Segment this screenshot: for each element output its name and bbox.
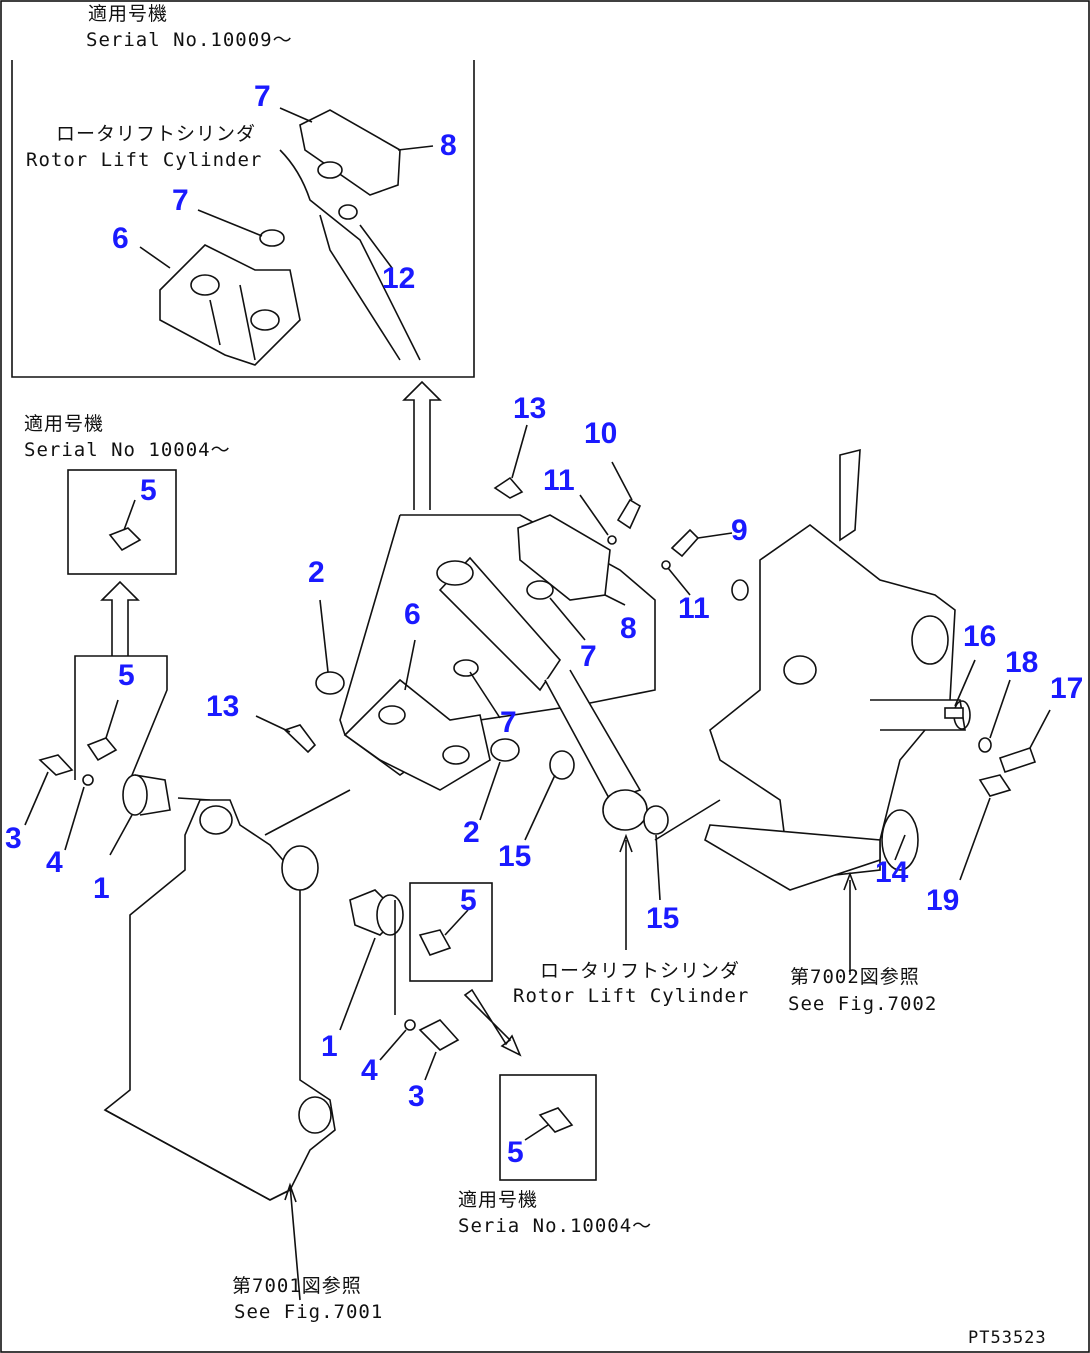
callout-8: 8 xyxy=(620,612,637,645)
cylinder-rod xyxy=(544,669,642,801)
grease-fitting-19 xyxy=(978,774,1012,797)
washer-4-left xyxy=(82,774,94,786)
left-serial-en: Serial No 10004～ xyxy=(24,439,231,461)
block-6 xyxy=(343,678,491,791)
callout-5: 5 xyxy=(140,474,157,507)
callout-6: 6 xyxy=(404,598,421,631)
main-cylinder-jp: ロータリフトシリンダ xyxy=(540,960,740,982)
callout-12: 12 xyxy=(382,262,415,295)
bushing-7-upper xyxy=(526,580,554,600)
inset-cylinder-en: Rotor Lift Cylinder xyxy=(26,149,262,171)
inset-pin-12 xyxy=(338,204,358,220)
spacer-2-lower xyxy=(490,738,520,762)
callout-15: 15 xyxy=(646,902,679,935)
main-assembly: ロータリフトシリンダ Rotor Lift Cylinder xyxy=(177,424,749,1007)
fig7002-jp: 第7002図参照 xyxy=(790,966,920,988)
bolt-10 xyxy=(616,498,642,530)
center-box-fitting-5 xyxy=(418,929,452,956)
inset-bushing-7a xyxy=(317,161,343,179)
frame-boss xyxy=(281,845,319,891)
plate-16 xyxy=(944,707,964,719)
callout-14: 14 xyxy=(875,856,909,889)
callout-1: 1 xyxy=(93,872,110,905)
washer-15-right xyxy=(643,805,669,835)
frame-base xyxy=(704,824,881,891)
spacer-2-upper xyxy=(315,671,345,695)
callout-7: 7 xyxy=(500,706,517,739)
callout-11: 11 xyxy=(543,464,575,497)
bottom-inset: 適用号機 Seria No.10004～ xyxy=(458,988,652,1237)
callout-13: 13 xyxy=(206,690,239,723)
bottom-box-fitting-5 xyxy=(538,1107,574,1133)
callout-9: 9 xyxy=(731,514,748,547)
callout-2: 2 xyxy=(308,556,325,589)
inset-block-6 xyxy=(159,244,301,366)
top-serial-en: Serial No.10009～ xyxy=(86,29,293,51)
callout-4: 4 xyxy=(361,1054,378,1087)
left-inset: 適用号機 Serial No 10004～ xyxy=(24,413,231,781)
fig7002-en: See Fig.7002 xyxy=(788,993,937,1015)
callout-5: 5 xyxy=(507,1136,524,1169)
callout-5: 5 xyxy=(118,659,135,692)
washer-4-right xyxy=(404,1019,416,1031)
inset-cylinder-jp: ロータリフトシリンダ xyxy=(56,123,256,145)
cylinder-eye xyxy=(602,789,648,831)
left-serial-jp: 適用号機 xyxy=(24,413,104,435)
bolt-9 xyxy=(670,528,700,558)
callout-3: 3 xyxy=(5,822,22,855)
fig7001-jp: 第7001図参照 xyxy=(232,1275,362,1297)
callout-4: 4 xyxy=(46,846,63,879)
callout-13: 13 xyxy=(513,392,546,425)
inset-bracket-8 xyxy=(299,109,401,196)
arrow-to-bottom-inset xyxy=(463,988,522,1057)
bushing-7-lower xyxy=(453,659,479,677)
callout-16: 16 xyxy=(963,620,996,653)
callout-7: 7 xyxy=(580,640,597,673)
right-frame: 第7002図参照 See Fig.7002 xyxy=(704,448,1051,1015)
washer-15-left xyxy=(549,750,575,780)
fig7001-en: See Fig.7001 xyxy=(234,1301,383,1323)
callout-7: 7 xyxy=(254,80,271,113)
callout-11: 11 xyxy=(678,592,710,625)
washer-11-b xyxy=(661,560,671,570)
bolt-13-upper xyxy=(493,476,524,499)
callout-17: 17 xyxy=(1050,672,1083,705)
callout-10: 10 xyxy=(584,417,617,450)
main-cylinder-en: Rotor Lift Cylinder xyxy=(513,985,749,1007)
callout-2: 2 xyxy=(463,816,480,849)
left-box-fitting-5 xyxy=(86,737,118,762)
left-inset-fitting-5 xyxy=(108,527,142,552)
bottom-serial-jp: 適用号機 xyxy=(458,1189,538,1211)
callout-19: 19 xyxy=(926,884,959,917)
callout-15: 15 xyxy=(498,840,531,873)
callout-7: 7 xyxy=(172,184,189,217)
top-inset: 適用号機 Serial No.10009～ ロータリフトシリンダ Rotor L… xyxy=(11,3,475,378)
bolt-3-right xyxy=(418,1019,460,1051)
callout-18: 18 xyxy=(1005,646,1038,679)
flange-pin-1-left xyxy=(122,774,148,816)
bolt-13-lower xyxy=(283,724,317,754)
callout-5: 5 xyxy=(460,884,477,917)
callout-8: 8 xyxy=(440,129,457,162)
arrow-to-left-inset xyxy=(100,580,140,656)
left-frame: 第7001図参照 See Fig.7001 xyxy=(24,754,493,1323)
bottom-serial-en: Seria No.10004～ xyxy=(458,1215,652,1237)
bolt-3-left xyxy=(38,754,74,776)
callout-6: 6 xyxy=(112,222,129,255)
bolt-17 xyxy=(998,746,1037,774)
callout-3: 3 xyxy=(408,1080,425,1113)
washer-11-a xyxy=(607,535,617,545)
inset-cylinder-rod xyxy=(279,149,421,361)
drawing-code: PT53523 xyxy=(968,1328,1047,1348)
callout-1: 1 xyxy=(321,1030,338,1063)
washer-18 xyxy=(978,737,992,753)
top-serial-jp: 適用号機 xyxy=(88,3,168,25)
arrow-to-top-inset xyxy=(402,380,442,510)
inset-bushing-7b xyxy=(259,229,285,247)
callouts: 7 8 7 6 12 5 5 13 10 11 9 11 2 6 8 7 7 1… xyxy=(5,80,1083,1169)
